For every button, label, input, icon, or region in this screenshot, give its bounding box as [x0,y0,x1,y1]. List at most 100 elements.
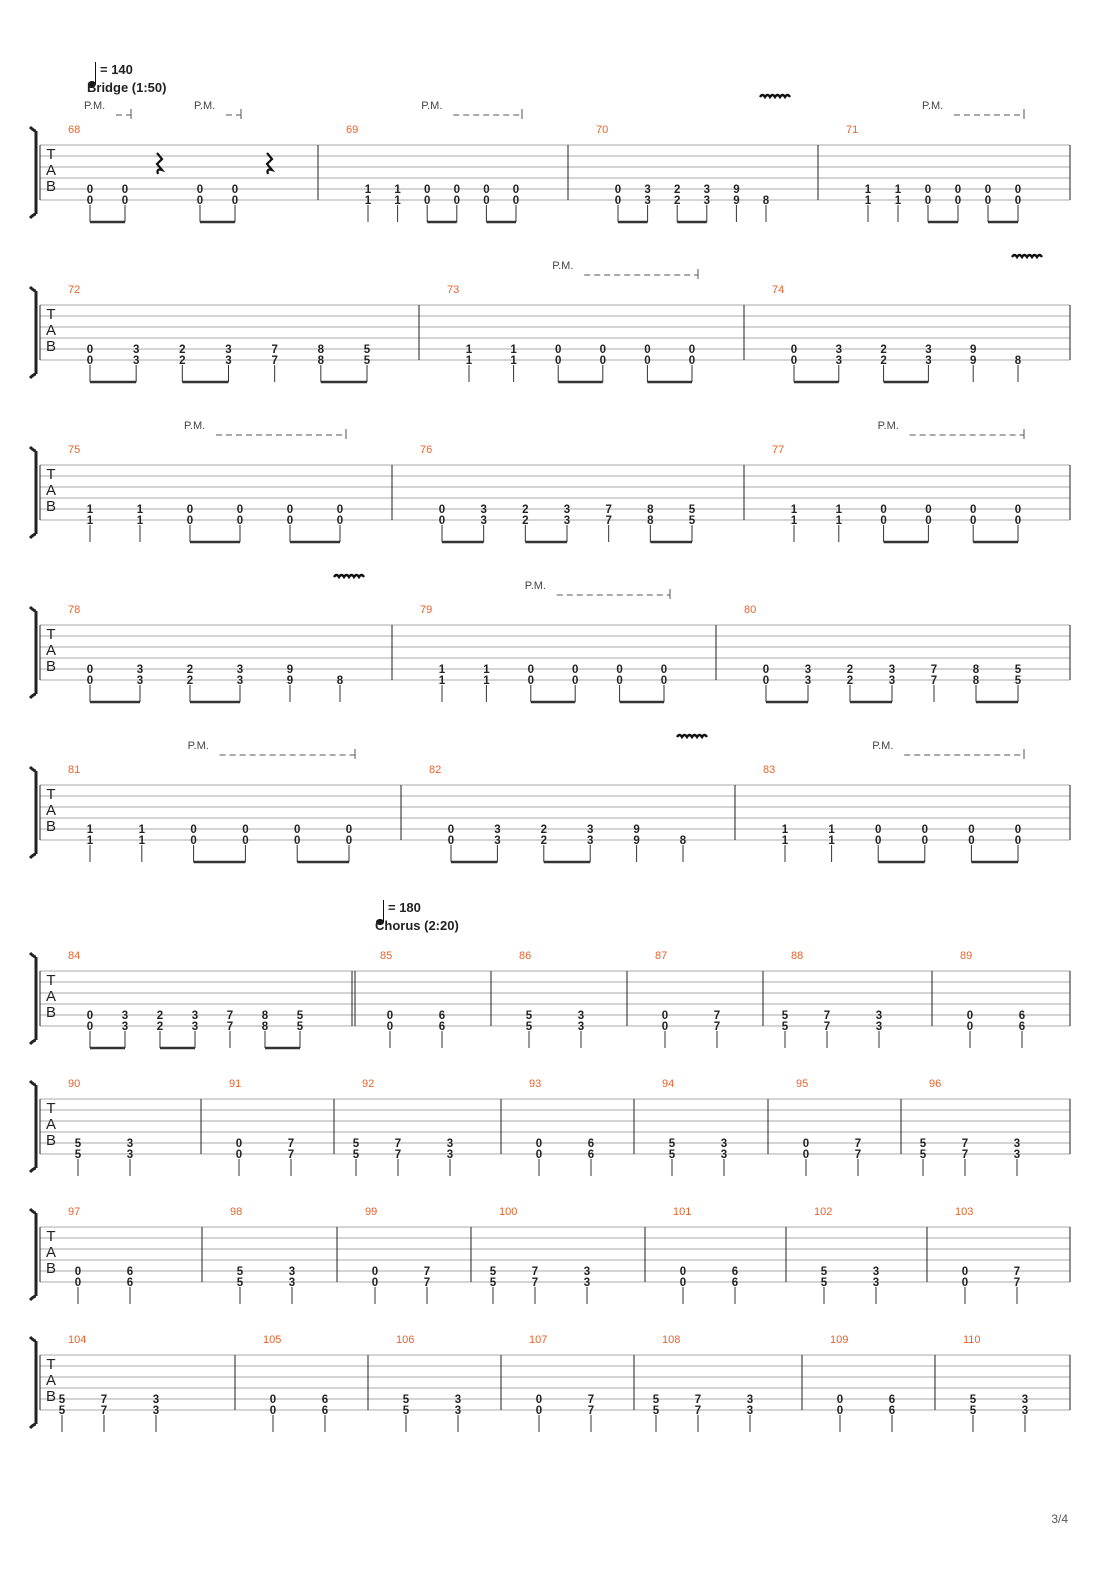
fret-number: 0 [1015,515,1021,527]
fret-number: 3 [480,515,486,527]
fret-number: 0 [75,1266,81,1278]
fret-number: 0 [970,504,976,516]
fret-number: 0 [236,1138,242,1150]
palm-mute-label: P.M. [84,100,105,112]
fret-number: 7 [424,1277,430,1289]
fret-number: 0 [680,1277,686,1289]
palm-mute-label: P.M. [922,100,943,112]
fret-number: 5 [237,1266,244,1278]
fret-number: 3 [455,1405,461,1417]
fret-number: 3 [704,195,710,207]
fret-number: 0 [661,664,667,676]
fret-number: 5 [526,1010,533,1022]
bar-number: 110 [963,1334,981,1346]
fret-number: 0 [122,195,128,207]
palm-mute-label: P.M. [194,100,215,112]
fret-number: 0 [600,344,606,356]
fret-number: 3 [153,1405,159,1417]
fret-number: 3 [289,1277,295,1289]
fret-number: 9 [633,824,639,836]
fret-number: 5 [689,504,696,516]
tab-clef-letter: T [46,1100,55,1117]
palm-mute-label: P.M. [878,420,899,432]
tab-clef-letter: T [46,146,55,163]
tab-clef-letter: B [46,1132,56,1149]
fret-number: 0 [791,344,797,356]
fret-number: 1 [87,824,94,836]
fret-number: 6 [322,1405,328,1417]
fret-number: 0 [536,1149,542,1161]
bar-number: 91 [229,1078,241,1090]
fret-number: 6 [889,1405,895,1417]
fret-number: 0 [880,515,886,527]
bar-number: 104 [68,1334,86,1346]
fret-number: 0 [270,1394,276,1406]
fret-number: 1 [394,195,401,207]
fret-number: 6 [588,1149,594,1161]
fret-number: 1 [139,824,146,836]
tab-clef-letter: A [46,642,56,659]
fret-number: 1 [791,515,798,527]
fret-number: 3 [747,1405,753,1417]
fret-number: 7 [695,1394,701,1406]
fret-number: 0 [372,1266,378,1278]
bar-number: 95 [796,1078,808,1090]
fret-number: 1 [365,195,372,207]
vibrato-marking [332,573,366,580]
fret-number: 3 [721,1138,727,1150]
bar-number: 69 [346,124,358,136]
fret-number: 3 [137,664,143,676]
fret-number: 5 [653,1394,660,1406]
fret-number: 3 [587,824,593,836]
fret-number: 0 [232,184,238,196]
fret-number: 0 [294,824,300,836]
fret-number: 3 [447,1149,453,1161]
fret-number: 2 [847,675,853,687]
fret-number: 2 [880,344,886,356]
system-bracket [28,1079,38,1174]
fret-number: 0 [967,1021,973,1033]
fret-number: 3 [805,675,811,687]
fret-number: 0 [536,1405,542,1417]
fret-number: 1 [439,664,446,676]
palm-mute-label: P.M. [421,100,442,112]
fret-number: 6 [127,1266,133,1278]
fret-number: 3 [133,344,139,356]
fret-number: 0 [925,515,931,527]
bar-number: 94 [662,1078,674,1090]
fret-number: 7 [605,504,611,516]
fret-number: 5 [403,1394,410,1406]
bar-number: 92 [362,1078,374,1090]
tab-system: TAB1045577331050066106553310700771085577… [28,1334,1071,1432]
fret-number: 3 [578,1021,584,1033]
fret-number: 7 [395,1138,401,1150]
fret-number: 3 [873,1277,879,1289]
fret-number: 5 [403,1405,410,1417]
fret-number: 0 [572,675,578,687]
fret-number: 8 [262,1021,269,1033]
fret-number: 2 [157,1010,163,1022]
tab-clef-letter: B [46,498,56,515]
tab-clef-letter: B [46,818,56,835]
fret-number: 6 [439,1021,445,1033]
fret-number: 6 [732,1277,738,1289]
fret-number: 3 [876,1010,882,1022]
fret-number: 0 [439,504,445,516]
fret-number: 0 [615,184,621,196]
fret-number: 0 [880,504,886,516]
bar-number: 87 [655,950,667,962]
tab-clef-letter: A [46,802,56,819]
tab-system: TAB75111100000000P.M.7600332233778855771… [28,420,1071,544]
fret-number: 0 [483,184,489,196]
system-bracket [28,285,38,380]
fret-number: 0 [616,664,622,676]
bar-number: 76 [420,444,432,456]
tab-clef-letter: B [46,1004,56,1021]
fret-number: 1 [483,664,490,676]
fret-number: 0 [187,515,193,527]
fret-number: 2 [541,824,547,836]
bar-number: 86 [519,950,531,962]
fret-number: 3 [122,1021,128,1033]
palm-mute-label: P.M. [188,740,209,752]
fret-number: 0 [270,1405,276,1417]
